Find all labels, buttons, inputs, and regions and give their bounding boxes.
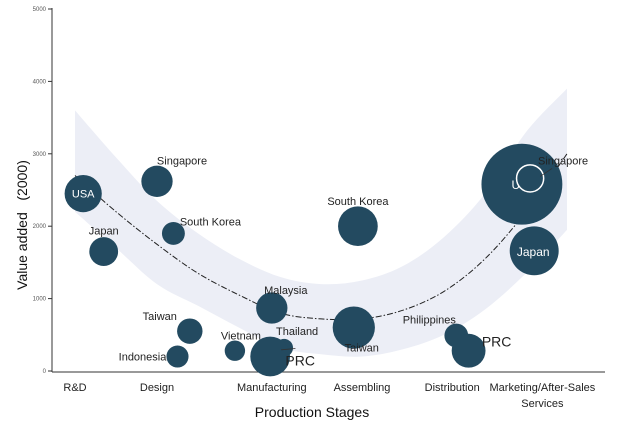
data-label-malaysia: Malaysia: [264, 285, 308, 297]
x-category-label: Distribution: [425, 382, 480, 394]
x-category-label: R&D: [63, 382, 86, 394]
x-axis-label: Production Stages: [255, 404, 369, 420]
x-category-label: Assembling: [334, 382, 391, 394]
data-label-indonesia: Indonesia: [119, 352, 168, 364]
data-label-philippines: Philippines: [403, 315, 457, 327]
x-category-label: Design: [140, 382, 174, 394]
label-connector-line: [539, 168, 553, 177]
data-label-singapore: Singapore: [538, 155, 588, 167]
y-tick-label: 0: [43, 369, 47, 375]
y-tick-label: 3000: [33, 152, 47, 158]
y-tick-label: 4000: [33, 79, 47, 85]
data-label-vietnam: Vietnam: [221, 331, 261, 343]
data-point-south-korea: [338, 206, 378, 247]
label-connector-line: [281, 348, 296, 351]
confidence-band: [75, 88, 567, 357]
data-point-prc: [451, 333, 486, 368]
data-point-japan: [89, 237, 119, 266]
data-point-malaysia: [256, 292, 288, 324]
y-ticks: 0 1000 2000 3000 4000 5000: [33, 7, 52, 375]
data-point-singapore: [141, 165, 173, 197]
y-tick-label: 1000: [33, 297, 47, 303]
data-label-south-korea: South Korea: [180, 216, 242, 228]
y-axis-label: Value added (2000): [14, 160, 30, 290]
data-point-usa: [64, 175, 102, 213]
data-label-japan: Japan: [89, 226, 119, 238]
x-category-label-line2: Services: [521, 398, 564, 410]
data-label-south-korea: South Korea: [327, 196, 389, 208]
y-tick-label: 5000: [33, 7, 47, 13]
data-point-taiwan: [177, 318, 203, 344]
axes: [51, 8, 605, 373]
data-label-taiwan: Taiwan: [143, 311, 177, 323]
data-label-prc: PRC: [285, 353, 315, 369]
data-point-vietnam: [224, 340, 246, 361]
data-point-indonesia: [166, 345, 189, 368]
data-label-prc: PRC: [482, 334, 512, 350]
y-tick-label: 2000: [33, 224, 47, 230]
x-category-labels: R&D Design Manufacturing Assembling Distribu…: [63, 382, 595, 410]
x-category-label: Marketing/After-Sales: [490, 382, 596, 394]
data-label-usa: USA: [72, 189, 95, 201]
data-point-prc: [250, 336, 291, 377]
data-point-south-korea: [161, 221, 185, 245]
data-label-taiwan: Taiwan: [345, 343, 379, 355]
confidence-band-group: [75, 88, 567, 357]
data-label-thailand: Thailand: [276, 326, 318, 338]
x-category-label: Manufacturing: [237, 382, 307, 394]
data-point-japan: [509, 226, 559, 276]
data-point-singapore: [515, 164, 545, 193]
trend-line-group: [74, 153, 568, 321]
data-label-japan: Japan: [517, 245, 550, 259]
data-label-singapore: Singapore: [157, 155, 207, 167]
data-point-taiwan: [332, 306, 375, 349]
trend-line: [74, 153, 568, 321]
